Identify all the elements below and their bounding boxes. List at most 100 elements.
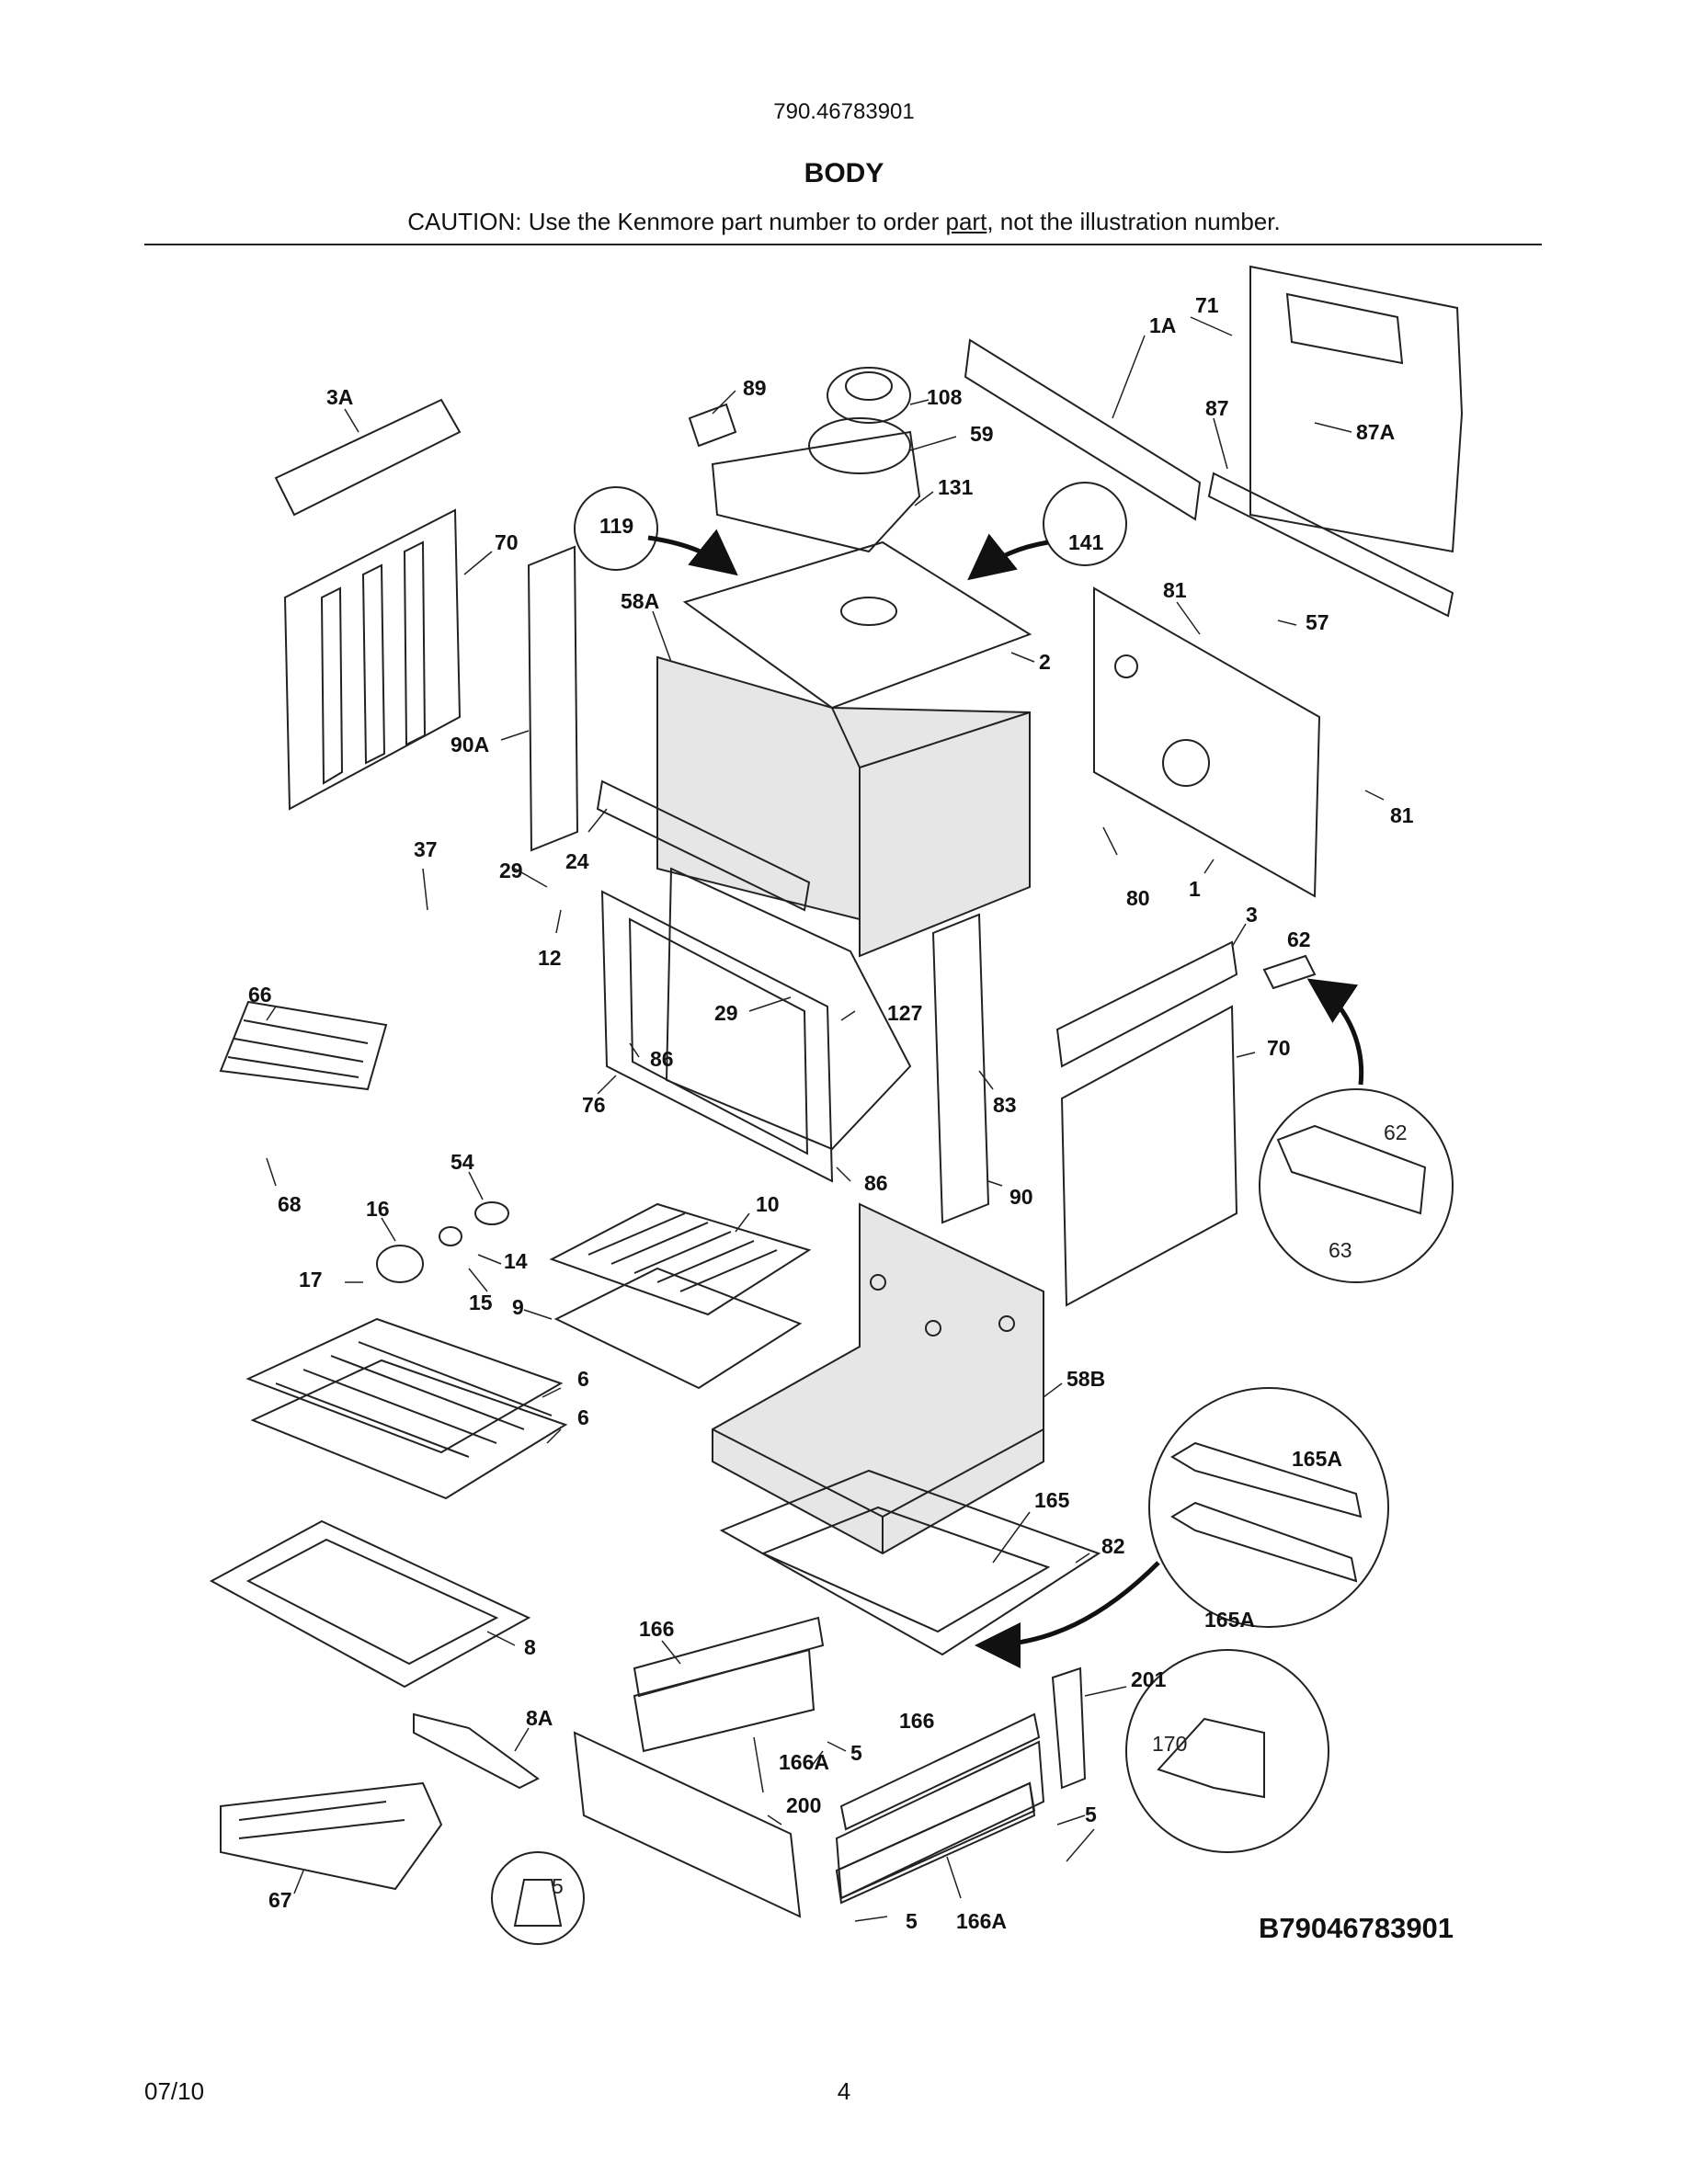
left-side-panel-rib-1 — [320, 586, 344, 785]
label-166-b: 166 — [899, 1709, 934, 1733]
label-1A: 1A — [1149, 313, 1176, 337]
drawer-slide-right — [839, 1712, 1041, 1831]
leader-arrows — [647, 529, 1364, 1668]
inset-165A — [1148, 1387, 1389, 1628]
label-14: 14 — [504, 1249, 528, 1273]
header-rule — [144, 244, 1542, 245]
label-165A-bottom: 165A — [1204, 1608, 1255, 1632]
label-3: 3 — [1246, 903, 1258, 927]
label-5-inset: 5 — [552, 1874, 564, 1898]
front-bracket — [596, 779, 811, 912]
top-rear-rail — [964, 338, 1202, 521]
part-labels: 71 1A 3A 89 108 59 87 87A 131 119 141 70… — [248, 293, 1414, 1933]
label-108: 108 — [927, 385, 963, 409]
label-90A: 90A — [451, 733, 489, 756]
drawer-slide-bottom — [835, 1781, 1036, 1900]
page-number: 4 — [837, 2077, 851, 2105]
label-81: 81 — [1163, 578, 1187, 602]
lamp-socket — [474, 1201, 509, 1225]
top-plate — [682, 540, 1032, 710]
arrow-165A — [975, 1561, 1160, 1668]
left-side-panel — [283, 508, 462, 811]
caution-note: CAUTION: Use the Kenmore part number to … — [0, 208, 1688, 236]
label-166: 166 — [639, 1617, 674, 1641]
oven-rack-lower — [250, 1359, 568, 1500]
label-119: 119 — [599, 514, 633, 538]
label-66: 66 — [248, 983, 272, 1007]
drawer-slide-left — [633, 1616, 825, 1698]
label-86: 86 — [650, 1047, 674, 1071]
arrow-62 — [1306, 978, 1364, 1086]
label-83: 83 — [993, 1093, 1017, 1117]
label-37: 37 — [414, 837, 438, 861]
label-86-b: 86 — [864, 1171, 888, 1195]
oven-liner — [665, 867, 912, 1151]
label-12: 12 — [538, 946, 562, 970]
label-71: 71 — [1195, 293, 1219, 317]
rear-panel-window — [1285, 292, 1404, 365]
label-201: 201 — [1131, 1667, 1167, 1691]
label-165: 165 — [1034, 1488, 1070, 1512]
drawer-slide-bottom-2 — [835, 1781, 1036, 1905]
side-bracket-rail — [1055, 940, 1238, 1068]
model-number: 790.46783901 — [773, 99, 915, 124]
drawer-slide-left-2 — [633, 1648, 815, 1753]
label-70-right: 70 — [1267, 1036, 1291, 1060]
top-duct — [711, 430, 921, 553]
caution-text-start: CAUTION: Use the Kenmore part number to … — [407, 208, 946, 235]
label-62: 62 — [1287, 927, 1311, 951]
side-top-rail — [274, 398, 462, 517]
label-166A: 166A — [779, 1750, 829, 1774]
label-6: 6 — [577, 1367, 589, 1391]
label-62-inset: 62 — [1384, 1120, 1408, 1144]
inset-62-63 — [1259, 1088, 1454, 1283]
inset-141 — [1043, 482, 1127, 566]
left-side-panel-rib-2 — [361, 563, 386, 765]
label-59: 59 — [970, 422, 994, 446]
terminal-block — [1262, 954, 1317, 990]
label-57: 57 — [1306, 610, 1329, 634]
label-68: 68 — [278, 1192, 302, 1216]
drawer-panel — [209, 1519, 531, 1689]
label-165A-top: 165A — [1292, 1447, 1342, 1471]
section-title: BODY — [804, 158, 884, 188]
label-29: 29 — [499, 859, 523, 882]
label-80: 80 — [1126, 886, 1150, 910]
label-29-b: 29 — [714, 1001, 738, 1025]
label-87A: 87A — [1356, 420, 1395, 444]
label-16: 16 — [366, 1197, 390, 1221]
label-200: 200 — [786, 1793, 821, 1817]
duct-opening — [808, 417, 911, 474]
left-vertical-trim — [527, 545, 579, 852]
arrow-119 — [647, 529, 738, 576]
label-1: 1 — [1189, 877, 1201, 901]
left-side-panel-rib-3 — [403, 540, 427, 746]
right-side-panel — [1060, 1005, 1238, 1307]
label-127: 127 — [887, 1001, 922, 1025]
label-54: 54 — [451, 1150, 474, 1174]
label-70: 70 — [495, 530, 519, 554]
rear-control-panel — [1093, 586, 1321, 898]
label-10: 10 — [756, 1192, 780, 1216]
label-3A: 3A — [326, 385, 353, 409]
broil-element — [219, 1000, 388, 1091]
top-switch — [688, 403, 737, 448]
label-58B: 58B — [1066, 1367, 1105, 1391]
bake-element — [220, 1781, 443, 1891]
oven-rack-upper — [245, 1317, 564, 1454]
label-8: 8 — [524, 1635, 536, 1659]
label-82: 82 — [1101, 1534, 1125, 1558]
leader-lines — [266, 316, 1385, 1922]
broiler-grid — [549, 1202, 812, 1316]
oven-front-frame — [600, 890, 834, 1183]
label-5: 5 — [850, 1741, 862, 1765]
label-90: 90 — [1009, 1185, 1033, 1209]
rear-lower-rail — [1207, 472, 1454, 618]
label-67: 67 — [268, 1888, 292, 1912]
label-63: 63 — [1329, 1238, 1352, 1262]
blower-fan — [827, 367, 911, 424]
label-141: 141 — [1068, 530, 1104, 554]
label-9: 9 — [512, 1295, 524, 1319]
label-24: 24 — [565, 849, 589, 873]
